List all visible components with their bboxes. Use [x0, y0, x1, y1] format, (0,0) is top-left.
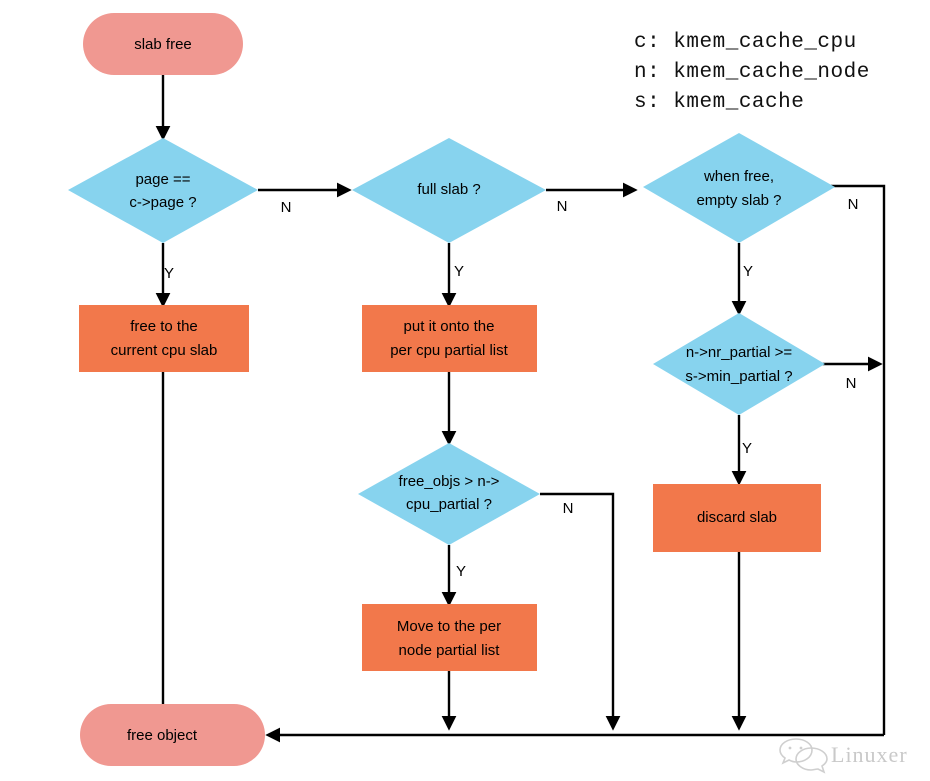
edge-label-free-objs-yes: Y: [456, 563, 466, 580]
move-node-partial-label-line1: Move to the per: [397, 618, 501, 635]
start-label: slab free: [134, 36, 192, 53]
put-cpu-partial-label-line1: put it onto the: [404, 318, 495, 335]
start-shape: [83, 13, 243, 75]
edge-label-when-free-yes: Y: [743, 263, 753, 280]
node-free-objs-decision[interactable]: free_objs > n-> cpu_partial ?: [358, 443, 540, 545]
wechat-icon: [779, 738, 828, 774]
edge-label-nr-partial-no: N: [846, 375, 857, 392]
edge-label-when-free-no: N: [848, 196, 859, 213]
nr-partial-shape: [653, 313, 825, 415]
edge-when-free-no: [831, 184, 886, 735]
nr-partial-label-line1: n->nr_partial >=: [686, 344, 793, 361]
legend-line-s: s: kmem_cache: [634, 91, 804, 114]
legend: c: kmem_cache_cpu n: kmem_cache_node s: …: [634, 31, 870, 114]
edge-label-free-objs-no: N: [563, 500, 574, 517]
when-free-label-line1: when free,: [703, 168, 774, 185]
nr-partial-label-line2: s->min_partial ?: [685, 368, 792, 385]
edge-label-nr-partial-yes: Y: [742, 440, 752, 457]
free-objs-label-line1: free_objs > n->: [399, 473, 500, 490]
node-discard-slab[interactable]: discard slab: [653, 484, 821, 552]
node-full-slab-decision[interactable]: full slab ?: [352, 138, 546, 243]
page-eq-label-line1: page ==: [135, 171, 190, 188]
move-node-partial-label-line2: node partial list: [399, 642, 501, 659]
edge-label-page-eq-yes: Y: [164, 265, 174, 282]
node-end[interactable]: free object: [80, 704, 265, 766]
edge-label-page-eq-no: N: [281, 199, 292, 216]
node-page-eq-decision[interactable]: page == c->page ?: [68, 138, 258, 243]
end-label: free object: [127, 727, 198, 744]
free-cur-cpu-shape: [79, 305, 249, 372]
move-node-partial-shape: [362, 604, 537, 671]
when-free-shape: [643, 133, 835, 243]
legend-line-n: n: kmem_cache_node: [634, 61, 870, 84]
page-eq-label-line2: c->page ?: [129, 194, 196, 211]
free-cur-cpu-label-line2: current cpu slab: [111, 342, 218, 359]
put-cpu-partial-label-line2: per cpu partial list: [390, 342, 508, 359]
when-free-label-line2: empty slab ?: [696, 192, 781, 209]
edge-label-full-slab-no: N: [557, 198, 568, 215]
full-slab-shape: [352, 138, 546, 243]
full-slab-label-line1: full slab ?: [417, 181, 480, 198]
watermark-label: Linuxer: [831, 742, 908, 767]
discard-slab-shape: [653, 484, 821, 552]
free-objs-shape: [358, 443, 540, 545]
node-when-free-empty-slab-decision[interactable]: when free, empty slab ?: [643, 133, 835, 243]
node-start[interactable]: slab free: [83, 13, 243, 75]
legend-line-c: c: kmem_cache_cpu: [634, 31, 857, 54]
watermark: Linuxer: [779, 738, 908, 774]
free-cur-cpu-label-line1: free to the: [130, 318, 198, 335]
page-eq-shape: [68, 138, 258, 243]
node-put-onto-cpu-partial[interactable]: put it onto the per cpu partial list: [362, 305, 537, 372]
free-objs-label-line2: cpu_partial ?: [406, 496, 492, 513]
edge-free-objs-no: [540, 492, 621, 731]
put-cpu-partial-shape: [362, 305, 537, 372]
node-free-current-cpu-slab[interactable]: free to the current cpu slab: [79, 305, 249, 372]
edge-label-full-slab-yes: Y: [454, 263, 464, 280]
discard-slab-label: discard slab: [697, 509, 777, 526]
node-nr-partial-decision[interactable]: n->nr_partial >= s->min_partial ?: [653, 313, 825, 415]
end-shape: [80, 704, 265, 766]
node-move-to-node-partial[interactable]: Move to the per node partial list: [362, 604, 537, 671]
